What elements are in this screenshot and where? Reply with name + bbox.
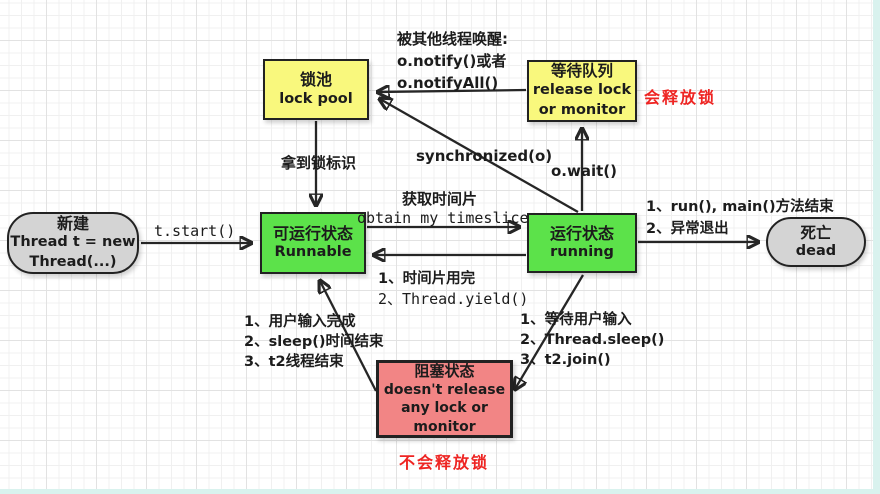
node-line: dead xyxy=(795,243,837,259)
state-node-wait-queue: 等待队列 release lock or monitor xyxy=(527,60,637,122)
label-to-dead: 1、run(), main()方法结束 2、异常退出 xyxy=(646,196,834,240)
node-line: or monitor xyxy=(538,101,626,118)
label-from-blocked: 1、用户输入完成 2、sleep()时间结束 3、t2线程结束 xyxy=(244,312,384,372)
label-from-blocked-line1: 1、用户输入完成 xyxy=(244,314,356,330)
state-node-new: 新建 Thread t = new Thread(...) xyxy=(7,212,139,274)
label-t-start: t.start() xyxy=(154,222,236,240)
node-line: Thread(...) xyxy=(29,253,117,270)
label-to-blocked-line2: 2、Thread.sleep() xyxy=(520,332,665,348)
label-from-blocked-line3: 3、t2线程结束 xyxy=(244,354,344,370)
label-to-dead-line1: 1、run(), main()方法结束 xyxy=(646,199,834,215)
label-to-blocked-line1: 1、等待用户输入 xyxy=(520,312,632,328)
label-get-timeslice-cn: 获取时间片 xyxy=(402,190,478,208)
label-wakeup-line1: 被其他线程唤醒: xyxy=(397,30,508,48)
label-wakeup-line2: o.notify()或者 xyxy=(397,52,507,70)
node-title: 阻塞状态 xyxy=(414,362,475,380)
node-title: 锁池 xyxy=(299,70,332,89)
node-title: 可运行状态 xyxy=(272,223,353,243)
node-line: Runnable xyxy=(274,244,352,260)
annotation-not-release-lock: 不会释放锁 xyxy=(399,453,490,472)
node-line: any lock or xyxy=(401,400,488,416)
state-node-running: 运行状态 running xyxy=(527,213,637,273)
node-line: lock pool xyxy=(279,90,353,107)
node-title: 等待队列 xyxy=(550,61,613,80)
label-wakeup: 被其他线程唤醒: o.notify()或者 o.notifyAll() xyxy=(397,28,508,94)
label-synchronized: synchronized(o) xyxy=(416,147,553,165)
node-line: monitor xyxy=(413,418,476,435)
label-to-blocked-line3: 3、t2.join() xyxy=(520,352,611,368)
node-title: 死亡 xyxy=(800,223,832,242)
window-edge-strip-right xyxy=(873,0,880,494)
state-node-lock-pool: 锁池 lock pool xyxy=(263,59,369,120)
label-wakeup-line3: o.notifyAll() xyxy=(397,74,499,92)
state-node-dead: 死亡 dead xyxy=(766,217,866,267)
label-get-timeslice-en: obtain my timeslice xyxy=(357,209,529,227)
label-from-blocked-line2: 2、sleep()时间结束 xyxy=(244,334,384,350)
node-line: Thread t = new xyxy=(10,234,136,251)
node-title: 运行状态 xyxy=(549,223,614,243)
node-line: running xyxy=(550,244,614,260)
node-line: doesn't release xyxy=(383,381,506,398)
label-to-dead-line2: 2、异常退出 xyxy=(646,221,729,237)
label-got-lock: 拿到锁标识 xyxy=(281,154,357,172)
state-node-blocked: 阻塞状态 doesn't release any lock or monitor xyxy=(376,360,513,438)
label-o-wait: o.wait() xyxy=(551,162,618,180)
node-title: 新建 xyxy=(56,213,89,233)
node-line: release lock xyxy=(532,82,632,99)
window-edge-strip-bottom xyxy=(0,489,880,494)
label-to-blocked: 1、等待用户输入 2、Thread.sleep() 3、t2.join() xyxy=(520,310,664,370)
label-yield-line1: 1、时间片用完 xyxy=(378,271,476,287)
label-yield-line2: 2、Thread.yield() xyxy=(378,290,529,308)
annotation-releases-lock: 会释放锁 xyxy=(644,88,717,107)
state-node-runnable: 可运行状态 Runnable xyxy=(260,212,366,274)
